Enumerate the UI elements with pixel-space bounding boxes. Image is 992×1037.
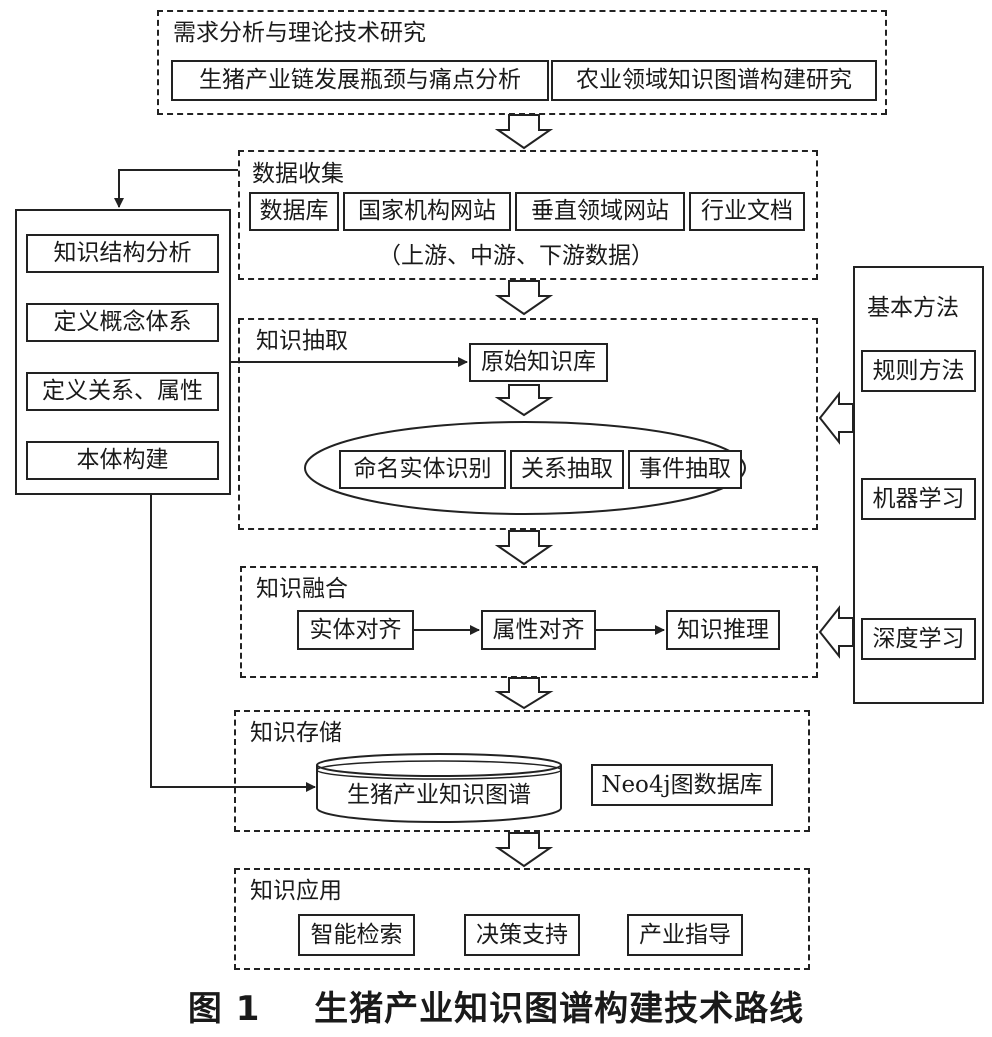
extraction-section: [238, 318, 818, 530]
figure-title: 生猪产业知识图谱构建技术路线: [314, 989, 805, 1029]
extraction-title: 知识抽取: [256, 328, 348, 354]
ontology-relations-attributes: 定义关系、属性: [26, 372, 219, 411]
app-intelligent-search: 智能检索: [298, 914, 415, 956]
data-collection-title: 数据收集: [252, 161, 344, 187]
app-industry-guidance: 产业指导: [627, 914, 743, 956]
methods-title: 基本方法: [867, 295, 959, 321]
data-source-gov-websites: 国家机构网站: [343, 192, 511, 231]
methods-panel: [853, 266, 984, 704]
fusion-title: 知识融合: [256, 576, 348, 602]
figure-caption: 图 1 生猪产业知识图谱构建技术路线: [0, 992, 992, 1026]
data-collection-note: （上游、中游、下游数据）: [378, 243, 654, 269]
fusion-attribute-alignment: 属性对齐: [481, 610, 596, 650]
method-rules: 规则方法: [861, 350, 976, 392]
extraction-relation: 关系抽取: [510, 450, 624, 489]
method-machine-learning: 机器学习: [861, 478, 976, 520]
flow-arrow-down-3: [494, 384, 554, 417]
connector-collection-to-ontology: [114, 169, 238, 208]
requirements-item-kg-research: 农业领域知识图谱构建研究: [551, 60, 877, 101]
extraction-ner: 命名实体识别: [339, 450, 506, 489]
data-source-industry-docs: 行业文档: [689, 192, 805, 231]
flow-arrow-down-5: [494, 677, 554, 710]
neo4j-database: Neo4j图数据库: [591, 764, 773, 806]
data-source-database: 数据库: [249, 192, 339, 231]
raw-knowledge-base: 原始知识库: [469, 343, 608, 382]
method-deep-learning: 深度学习: [861, 618, 976, 660]
data-source-vertical-websites: 垂直领域网站: [515, 192, 685, 231]
methods-arrow-left-1: [818, 391, 854, 445]
flow-arrow-down-6: [494, 832, 554, 868]
application-section: [234, 868, 810, 970]
flow-arrow-down-4: [494, 530, 554, 566]
ontology-construction: 本体构建: [26, 441, 219, 480]
ontology-panel: [15, 209, 231, 495]
connector-ontology-to-kg: [150, 495, 316, 792]
data-collection-section: [238, 150, 818, 280]
ontology-concept-system: 定义概念体系: [26, 303, 219, 342]
figure-number: 图 1: [187, 989, 261, 1029]
requirements-item-bottleneck: 生猪产业链发展瓶颈与痛点分析: [171, 60, 549, 101]
knowledge-graph-label: 生猪产业知识图谱: [347, 782, 531, 808]
application-title: 知识应用: [250, 878, 342, 904]
flow-arrow-down-2: [494, 280, 554, 316]
fusion-entity-alignment: 实体对齐: [297, 610, 414, 650]
methods-arrow-left-2: [818, 605, 854, 659]
app-decision-support: 决策支持: [464, 914, 580, 956]
storage-title: 知识存储: [250, 720, 342, 746]
extraction-event: 事件抽取: [628, 450, 742, 489]
knowledge-graph-cylinder: [316, 753, 562, 823]
fusion-knowledge-reasoning: 知识推理: [666, 610, 780, 650]
flow-arrow-down-1: [494, 114, 554, 150]
ontology-knowledge-structure: 知识结构分析: [26, 234, 219, 273]
storage-section: [234, 710, 810, 832]
requirements-title: 需求分析与理论技术研究: [173, 20, 426, 46]
